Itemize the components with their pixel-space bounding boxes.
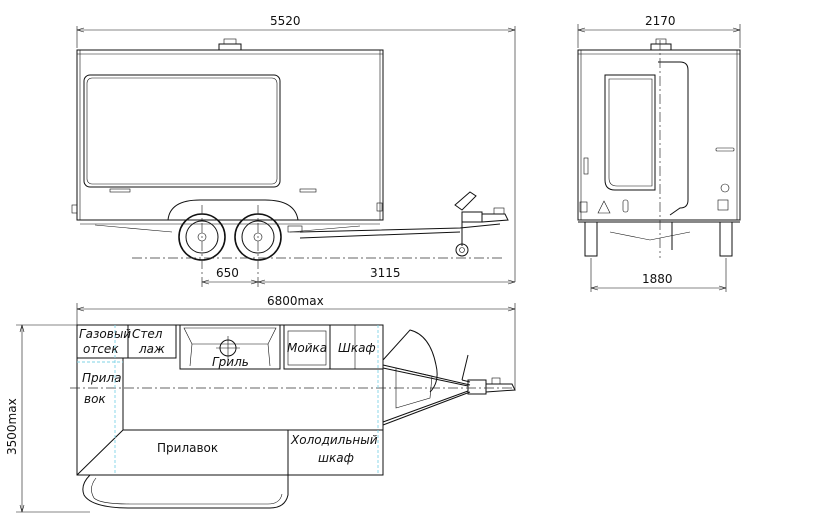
side-view: 5520 650 3115 [71, 14, 516, 290]
plan-width-label: 3500max [5, 398, 19, 455]
plan-gas-label-2: отсек [83, 342, 119, 356]
plan-shelf-label-2: лаж [138, 342, 165, 356]
plan-grill-label: Гриль [212, 355, 249, 369]
plan-counter-side-label-1: Прила [82, 371, 121, 385]
plan-gas-label-1: Газовый [79, 327, 131, 341]
rear-width-label: 2170 [645, 14, 676, 28]
rear-body [577, 49, 741, 221]
rear-track-label: 1880 [642, 272, 673, 286]
side-chimney [218, 43, 242, 51]
side-drawbar [299, 223, 501, 233]
side-length-label: 5520 [270, 14, 301, 28]
plan-fridge [287, 429, 384, 476]
plan-shelf [127, 324, 177, 359]
side-axle-spacing-label: 650 [216, 266, 239, 280]
plan-counter-main-label: Прилавок [157, 441, 218, 455]
plan-fridge-label-1: Холодильный [290, 433, 378, 447]
plan-grill [179, 324, 281, 370]
plan-cabinet [329, 324, 384, 370]
rear-view: 2170 1880 [577, 14, 741, 292]
plan-counter-side-label-2: вок [84, 392, 106, 406]
plan-view: 6800max 3500max Газовый отсек Стел лаж [5, 294, 516, 513]
side-drawbar-label: 3115 [370, 266, 401, 280]
plan-shelf-label-1: Стел [132, 327, 163, 341]
plan-fridge-label-2: шкаф [318, 451, 354, 465]
plan-cabinet-label: Шкаф [338, 341, 376, 355]
plan-length-label: 6800max [267, 294, 324, 308]
plan-sink-label: Мойка [287, 341, 327, 355]
side-window [83, 74, 281, 188]
